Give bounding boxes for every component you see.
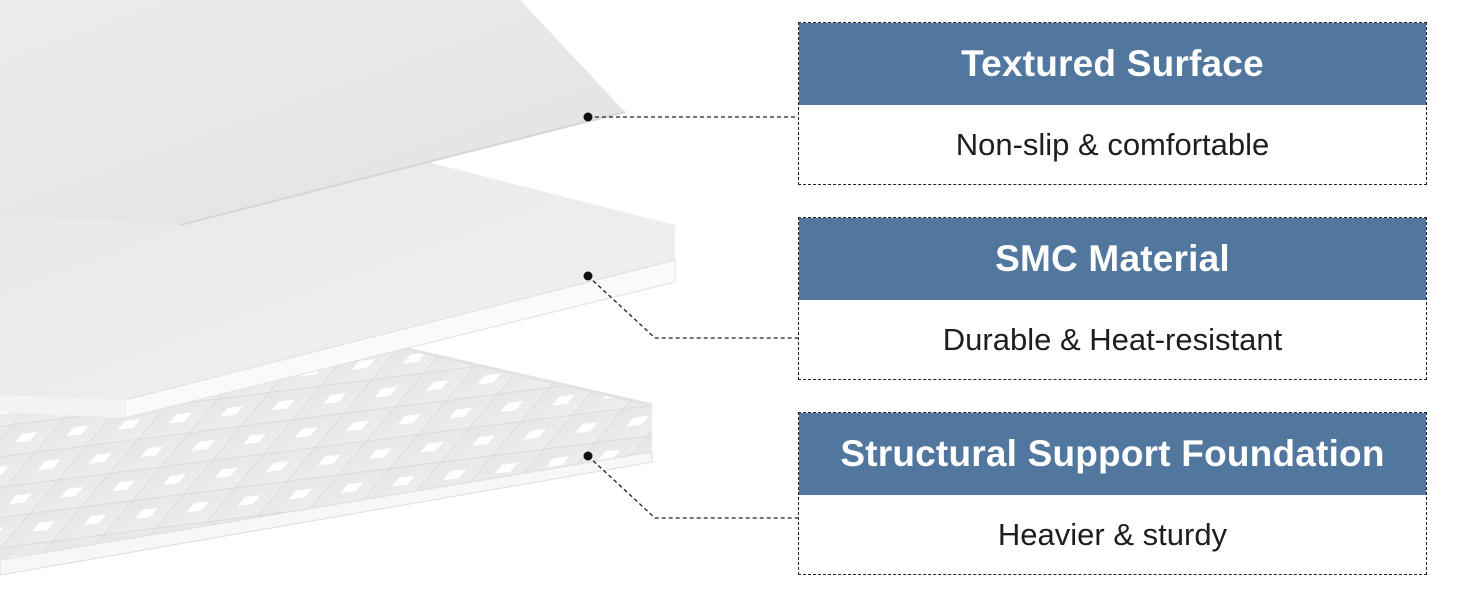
layer-description: Durable & Heat-resistant — [942, 321, 1283, 357]
layer-description: Heavier & sturdy — [997, 516, 1228, 552]
layer-card-structural-support: Structural Support Foundation Heavier & … — [798, 412, 1427, 575]
layer-title: SMC Material — [799, 218, 1426, 300]
textured-surface-sheet — [0, 0, 626, 226]
layer-card-smc-material: SMC Material Durable & Heat-resistant — [798, 217, 1427, 380]
layer-title: Structural Support Foundation — [799, 413, 1426, 495]
layer-card-textured-surface: Textured Surface Non-slip & comfortable — [798, 22, 1427, 185]
connector-lines — [587, 116, 798, 519]
connector-dot-1 — [583, 112, 593, 122]
layer-description: Non-slip & comfortable — [955, 126, 1270, 162]
connector-dot-3 — [583, 451, 593, 461]
connector-dot-2 — [583, 271, 593, 281]
layer-title: Textured Surface — [799, 23, 1426, 105]
